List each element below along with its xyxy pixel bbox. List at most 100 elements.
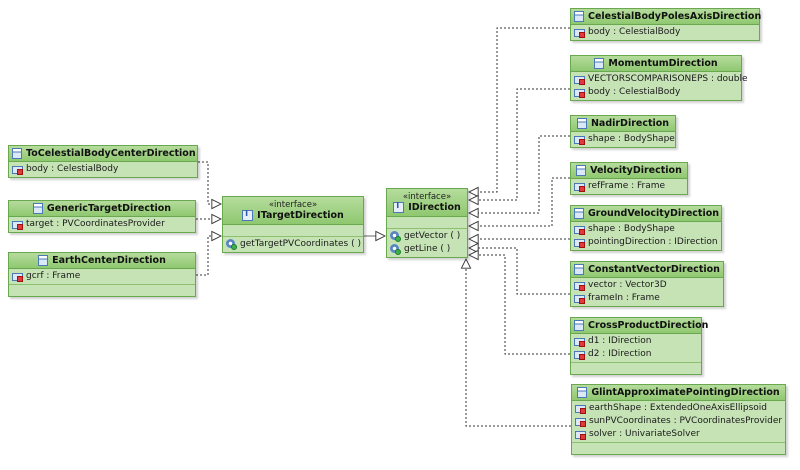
attributes-compartment xyxy=(223,225,363,237)
private-field-icon xyxy=(574,238,585,248)
realization-poles-axis xyxy=(469,27,570,192)
realization-earth-center xyxy=(196,236,221,276)
class-nadir-direction[interactable]: NadirDirection shape : BodyShape xyxy=(570,115,676,148)
realization-cross-product xyxy=(469,255,570,355)
private-field-icon xyxy=(574,350,585,360)
class-header: GenericTargetDirection xyxy=(9,201,195,217)
class-header: ToCelestialBodyCenterDirection xyxy=(9,146,197,162)
method-row[interactable]: getLine ( ) xyxy=(390,243,464,256)
attributes-compartment: shape : BodyShape xyxy=(571,132,675,147)
class-header: CrossProductDirection xyxy=(571,318,708,334)
attribute-row[interactable]: refFrame : Frame xyxy=(574,180,684,193)
class-header: VelocityDirection xyxy=(571,163,687,179)
private-field-icon xyxy=(574,135,585,145)
private-field-icon xyxy=(574,88,585,98)
attribute-row[interactable]: pointingDirection : IDirection xyxy=(574,236,718,249)
attribute-row[interactable]: sunPVCoordinates : PVCoordinatesProvider xyxy=(575,415,782,428)
class-icon xyxy=(38,255,49,266)
class-momentum-direction[interactable]: MomentumDirection VECTORSCOMPARISONEPS :… xyxy=(570,55,748,101)
attribute-row[interactable]: d1 : IDirection xyxy=(574,335,698,348)
attribute-row[interactable]: target : PVCoordinatesProvider xyxy=(12,218,192,231)
method-icon xyxy=(390,244,401,255)
class-icon xyxy=(12,148,22,159)
attribute-row[interactable]: body : CelestialBody xyxy=(574,26,756,39)
attributes-compartment: target : PVCoordinatesProvider xyxy=(9,217,195,232)
interface-icon xyxy=(393,201,405,213)
private-field-icon xyxy=(12,272,23,282)
class-icon xyxy=(577,387,588,398)
private-field-icon xyxy=(574,225,585,235)
attribute-row[interactable]: earthShape : ExtendedOneAxisEllipsoid xyxy=(575,402,782,415)
private-field-icon xyxy=(574,294,585,304)
class-icon xyxy=(576,165,587,176)
private-field-icon xyxy=(12,165,23,175)
method-icon xyxy=(390,231,401,242)
private-field-icon xyxy=(575,404,586,414)
class-icon xyxy=(574,320,584,331)
class-glint-approximate-pointing-direction[interactable]: GlintApproximatePointingDirection earthS… xyxy=(571,384,786,455)
realization-glint xyxy=(466,259,571,427)
method-icon xyxy=(226,239,237,250)
class-celestial-body-poles-axis-direction[interactable]: CelestialBodyPolesAxisDirection body : C… xyxy=(570,8,761,41)
realization-nadir xyxy=(469,135,570,213)
class-header: EarthCenterDirection xyxy=(9,253,195,269)
class-to-celestial-body-center-direction[interactable]: ToCelestialBodyCenterDirection body : Ce… xyxy=(8,145,198,178)
class-constant-vector-direction[interactable]: ConstantVectorDirection vector : Vector3… xyxy=(570,261,724,307)
private-field-icon xyxy=(12,220,23,230)
attribute-row[interactable]: vector : Vector3D xyxy=(574,279,720,292)
class-icon xyxy=(594,58,605,69)
attribute-row[interactable]: shape : BodyShape xyxy=(574,223,718,236)
private-field-icon xyxy=(574,281,585,291)
attributes-compartment: gcrf : Frame xyxy=(9,269,195,285)
class-icon xyxy=(574,264,585,275)
attributes-compartment: body : CelestialBody xyxy=(571,25,759,40)
interface-itarget-direction[interactable]: «interface» ITargetDirection getTargetPV… xyxy=(222,196,364,253)
interface-idirection[interactable]: «interface» IDirection getVector ( ) get… xyxy=(386,188,468,258)
attribute-row[interactable]: body : CelestialBody xyxy=(12,163,194,176)
interface-header: «interface» IDirection xyxy=(387,189,467,217)
class-generic-target-direction[interactable]: GenericTargetDirection target : PVCoordi… xyxy=(8,200,196,233)
attribute-row[interactable]: shape : BodyShape xyxy=(574,133,675,146)
realization-to-celestial xyxy=(198,161,221,204)
attributes-compartment: VECTORSCOMPARISONEPS : double body : Cel… xyxy=(571,72,748,100)
attributes-compartment: body : CelestialBody xyxy=(9,162,197,177)
attributes-compartment: refFrame : Frame xyxy=(571,179,687,194)
class-velocity-direction[interactable]: VelocityDirection refFrame : Frame xyxy=(570,162,688,195)
attribute-row[interactable]: d2 : IDirection xyxy=(574,348,698,361)
attributes-compartment: vector : Vector3D frameIn : Frame xyxy=(571,278,723,306)
operations-compartment xyxy=(572,443,785,454)
realization-constant-vector xyxy=(469,248,570,295)
class-header: MomentumDirection xyxy=(571,56,741,72)
attribute-row[interactable]: solver : UnivariateSolver xyxy=(575,428,782,441)
realization-momentum xyxy=(469,88,570,200)
attributes-compartment: earthShape : ExtendedOneAxisEllipsoid su… xyxy=(572,401,785,443)
private-field-icon xyxy=(575,430,586,440)
attribute-row[interactable]: VECTORSCOMPARISONEPS : double xyxy=(574,73,748,86)
private-field-icon xyxy=(575,417,586,427)
class-header: GroundVelocityDirection xyxy=(571,206,721,222)
class-icon xyxy=(32,203,43,214)
class-header: GlintApproximatePointingDirection xyxy=(572,385,785,401)
class-header: CelestialBodyPolesAxisDirection xyxy=(571,9,761,25)
attributes-compartment: d1 : IDirection d2 : IDirection xyxy=(571,334,701,363)
class-icon xyxy=(576,118,587,129)
operations-compartment xyxy=(571,363,701,374)
method-row[interactable]: getVector ( ) xyxy=(390,230,464,243)
private-field-icon xyxy=(574,28,585,38)
private-field-icon xyxy=(574,75,585,85)
class-cross-product-direction[interactable]: CrossProductDirection d1 : IDirection d2… xyxy=(570,317,708,375)
attributes-compartment xyxy=(387,217,467,229)
class-header: NadirDirection xyxy=(571,116,675,132)
private-field-icon xyxy=(574,182,585,192)
class-icon xyxy=(574,11,584,22)
attributes-compartment: shape : BodyShape pointingDirection : ID… xyxy=(571,222,721,250)
method-row[interactable]: getTargetPVCoordinates ( ) xyxy=(226,238,361,251)
attribute-row[interactable]: body : CelestialBody xyxy=(574,86,738,99)
operations-compartment: getVector ( ) getLine ( ) xyxy=(387,229,467,257)
class-ground-velocity-direction[interactable]: GroundVelocityDirection shape : BodyShap… xyxy=(570,205,722,251)
attribute-row[interactable]: gcrf : Frame xyxy=(12,270,192,283)
attribute-row[interactable]: frameIn : Frame xyxy=(574,292,720,305)
realization-velocity xyxy=(469,177,570,226)
class-earth-center-direction[interactable]: EarthCenterDirection gcrf : Frame xyxy=(8,252,196,297)
